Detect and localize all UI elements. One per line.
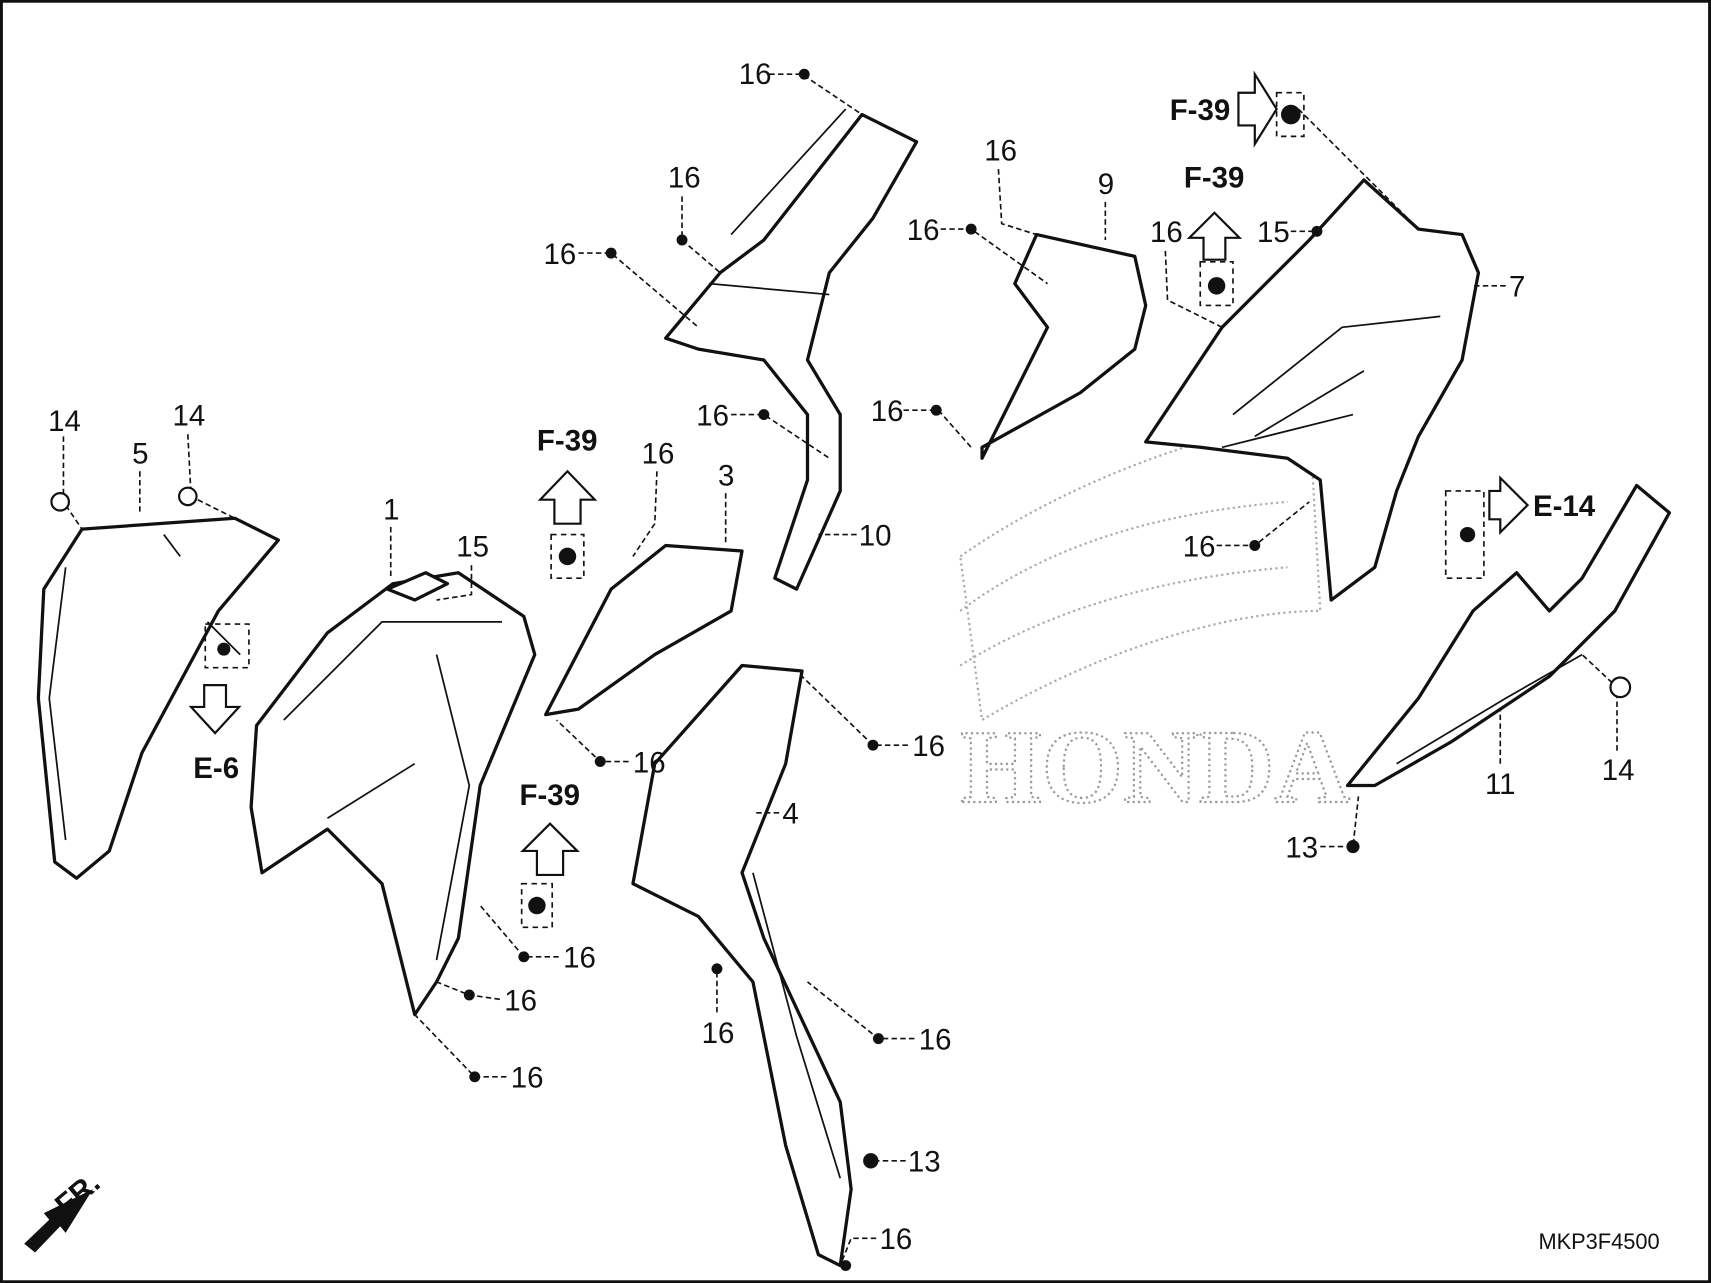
grommet-icon [1207,277,1226,295]
arrow-up-icon [537,469,598,525]
bolt-icon [676,234,688,246]
labels: 16 16 16 16 16 9 16 15 7 14 14 5 1 15 16… [48,58,1659,1256]
detail-box [1199,261,1234,307]
grommet-icon [528,896,546,915]
arrow-right-icon [1488,475,1530,536]
bolt-icon [605,247,617,259]
label-16: 16 [633,746,666,779]
label-15: 15 [1257,216,1290,249]
watermark-text: HONDA [960,709,1350,825]
grommet-icon [217,642,231,656]
bolt-icon [1346,840,1360,854]
label-16: 16 [984,134,1017,167]
label-16: 16 [1150,216,1183,249]
ref-f39[interactable]: F-39 [1184,162,1245,195]
clip-icon [50,492,70,512]
bolt-icon [1311,225,1323,237]
label-16: 16 [871,395,904,428]
label-15: 15 [456,530,489,563]
honda-wing-logo: HONDA [959,413,1351,826]
label-16: 16 [642,438,675,471]
fasteners [50,68,1632,1271]
ref-e14[interactable]: E-14 [1533,490,1596,523]
label-14: 14 [1602,754,1635,787]
part-5-inner-panel [36,516,281,880]
label-16: 16 [907,214,940,247]
part-15-clip [385,571,450,602]
arrow-down-icon [188,684,242,735]
bolt-icon [840,1260,852,1271]
arrow-left-icon [1237,70,1278,148]
bolt-icon [518,951,530,963]
bolt-icon [965,223,977,235]
bolt-icon [930,404,942,416]
detail-box [1275,91,1305,138]
bolt-icon [469,1071,481,1083]
label-5: 5 [132,438,148,471]
bolt-icon [758,409,770,421]
label-16: 16 [696,399,729,432]
label-16: 16 [563,942,596,975]
part-7-front-panel [1144,178,1481,602]
clip-icon [1609,676,1632,699]
label-16: 16 [912,730,945,763]
ref-f39[interactable]: F-39 [1170,94,1231,127]
detail-box [1444,490,1485,580]
bolt-icon [863,1153,879,1169]
label-16: 16 [543,238,576,271]
bolt-icon [1249,540,1261,551]
detail-box [520,882,554,929]
label-11: 11 [1485,768,1516,801]
label-10: 10 [859,519,892,552]
diagram-code: MKP3F4500 [1538,1229,1659,1254]
part-9-inner-cover [980,232,1148,460]
ref-f39[interactable]: F-39 [519,779,580,812]
clip-icon [177,486,198,507]
bolt-icon [867,739,879,751]
bolt-icon [711,963,723,975]
part-10-upper-cover [664,108,919,591]
part-1-side-cowl [249,571,537,1017]
front-arrow-icon [24,1189,93,1253]
part-4-lower-cowl [631,663,853,1268]
ref-arrows [24,70,1530,1253]
bolt-icon [872,1033,884,1045]
detail-box [550,533,585,580]
detail-box [204,623,250,669]
label-16: 16 [702,1017,735,1050]
label-4: 4 [782,798,798,831]
bolt-icon [463,989,475,1001]
label-13: 13 [1285,832,1318,865]
label-3: 3 [718,459,734,492]
arrow-up-icon [1186,211,1243,261]
grommet-icon [1280,104,1301,125]
bolt-icon [594,756,606,767]
bolt-icon [798,68,810,80]
label-14: 14 [173,399,206,432]
label-16: 16 [919,1024,952,1057]
label-14: 14 [48,405,81,438]
grommet-icon [558,547,577,566]
grommet-icon [1459,526,1476,543]
label-16: 16 [739,58,772,91]
label-16: 16 [511,1062,544,1095]
label-16: 16 [668,162,701,195]
label-1: 1 [383,493,399,526]
ref-f39[interactable]: F-39 [537,425,598,458]
arrow-up-icon [520,822,580,877]
label-13: 13 [908,1146,941,1179]
label-16: 16 [1183,530,1216,563]
ref-e6[interactable]: E-6 [193,752,239,785]
label-16: 16 [880,1223,913,1256]
label-7: 7 [1509,271,1525,304]
part-11-under-cover [1345,483,1672,788]
part-3-bracket [544,543,744,717]
label-9: 9 [1098,168,1114,201]
label-16: 16 [504,984,537,1017]
